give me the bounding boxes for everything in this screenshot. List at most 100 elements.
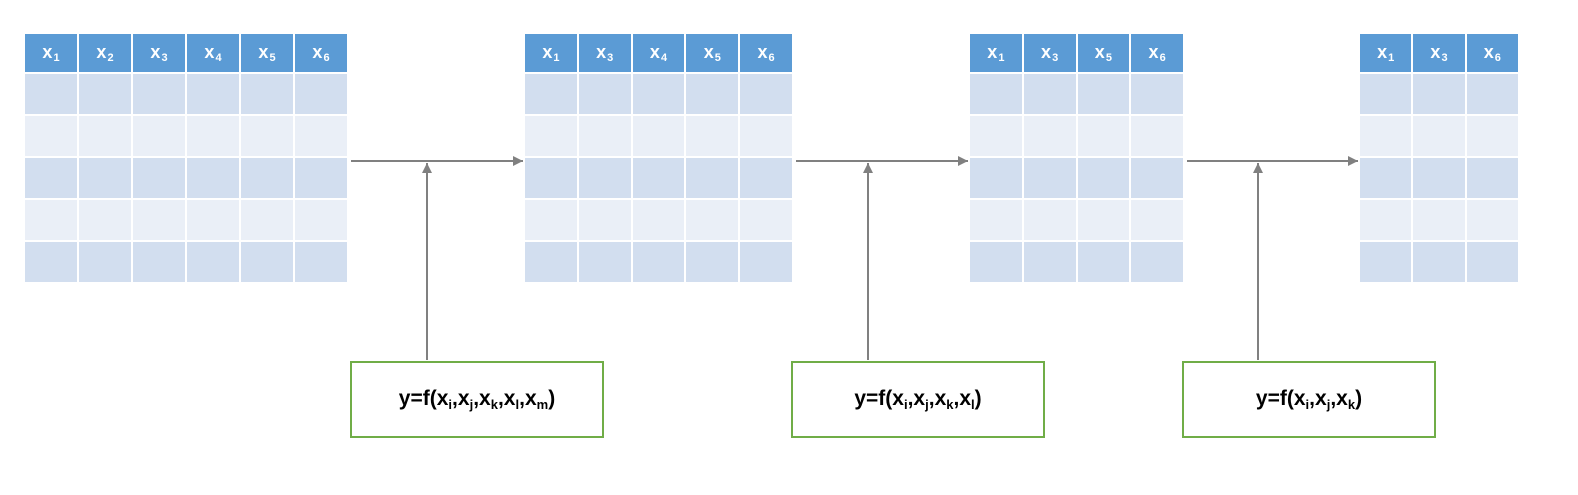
function-box-3: y=f(xi,xj,xk) [1182, 361, 1436, 438]
table-cell [187, 242, 239, 282]
column-header-x2: x2 [79, 34, 131, 72]
table-cell [1131, 242, 1183, 282]
column-header-x5: x5 [241, 34, 293, 72]
table-cell [578, 74, 631, 114]
table-cell [187, 74, 239, 114]
table-cell [686, 116, 739, 156]
table-cell [241, 158, 293, 198]
table-cell [632, 116, 685, 156]
table-cell [1413, 74, 1465, 114]
table-cell [1466, 242, 1518, 282]
table-cell [295, 74, 347, 114]
table-cell [1360, 74, 1412, 114]
table-row [525, 74, 792, 114]
table-cell [970, 74, 1022, 114]
table-row [525, 242, 792, 282]
table-cell [1131, 116, 1183, 156]
table-row [1360, 200, 1518, 240]
table-cell [1360, 116, 1412, 156]
table-row [970, 74, 1183, 114]
table-cell [133, 200, 185, 240]
function-label: y=f(xi,xj,xk) [1255, 387, 1363, 412]
column-header-x3: x3 [1023, 34, 1076, 72]
table-cell [295, 200, 347, 240]
table-cell [740, 242, 792, 282]
column-header-x1: x1 [970, 34, 1022, 72]
column-header-x4: x4 [632, 34, 685, 72]
table-cell [525, 158, 577, 198]
table-cell [79, 158, 131, 198]
column-header-x6: x6 [295, 34, 347, 72]
table-cell [1023, 116, 1076, 156]
table-cell [1466, 116, 1518, 156]
table-row [1360, 242, 1518, 282]
table-cell [1466, 200, 1518, 240]
table-row [1360, 116, 1518, 156]
table-cell [79, 74, 131, 114]
table-cell [79, 116, 131, 156]
table-row [25, 158, 347, 198]
table-cell [686, 200, 739, 240]
table-cell [79, 242, 131, 282]
table-cell [295, 242, 347, 282]
table-cell [1023, 242, 1076, 282]
table-cell [632, 74, 685, 114]
table-cell [187, 158, 239, 198]
column-header-x6: x6 [1466, 34, 1518, 72]
table-cell [525, 200, 577, 240]
table-cell [133, 242, 185, 282]
table-cell [1077, 116, 1130, 156]
function-box-1: y=f(xi,xj,xk,xl,xm) [350, 361, 604, 438]
table-cell [740, 200, 792, 240]
table-cell [241, 200, 293, 240]
table-cell [578, 116, 631, 156]
table-cell [79, 200, 131, 240]
table-cell [25, 200, 77, 240]
table-cell [578, 242, 631, 282]
table-cell [1077, 242, 1130, 282]
table-cell [241, 116, 293, 156]
table-cell [632, 200, 685, 240]
table-cell [1466, 158, 1518, 198]
table-row [970, 158, 1183, 198]
table-cell [632, 242, 685, 282]
column-header-x1: x1 [525, 34, 577, 72]
table-cell [686, 158, 739, 198]
column-header-x5: x5 [686, 34, 739, 72]
table-cell [1360, 242, 1412, 282]
column-header-x4: x4 [187, 34, 239, 72]
table-cell [1360, 200, 1412, 240]
table-row [970, 200, 1183, 240]
table-row [1360, 74, 1518, 114]
column-header-x1: x1 [25, 34, 77, 72]
table-cell [1413, 242, 1465, 282]
table-row [525, 200, 792, 240]
column-header-x5: x5 [1077, 34, 1130, 72]
table-cell [525, 116, 577, 156]
table-cell [578, 158, 631, 198]
table-cell [1413, 158, 1465, 198]
table-cell [1360, 158, 1412, 198]
table-row [1360, 158, 1518, 198]
table-row [525, 158, 792, 198]
table-cell [686, 242, 739, 282]
table-cell [740, 158, 792, 198]
table-cell [970, 200, 1022, 240]
table-row [970, 242, 1183, 282]
column-header-x1: x1 [1360, 34, 1412, 72]
table-row [25, 74, 347, 114]
table-cell [25, 116, 77, 156]
table-cell [133, 74, 185, 114]
table-row [25, 200, 347, 240]
table-cell [1023, 158, 1076, 198]
table-cell [1023, 200, 1076, 240]
table-cell [1131, 74, 1183, 114]
column-header-x6: x6 [1131, 34, 1183, 72]
table-cell [1077, 74, 1130, 114]
table-cell [133, 158, 185, 198]
